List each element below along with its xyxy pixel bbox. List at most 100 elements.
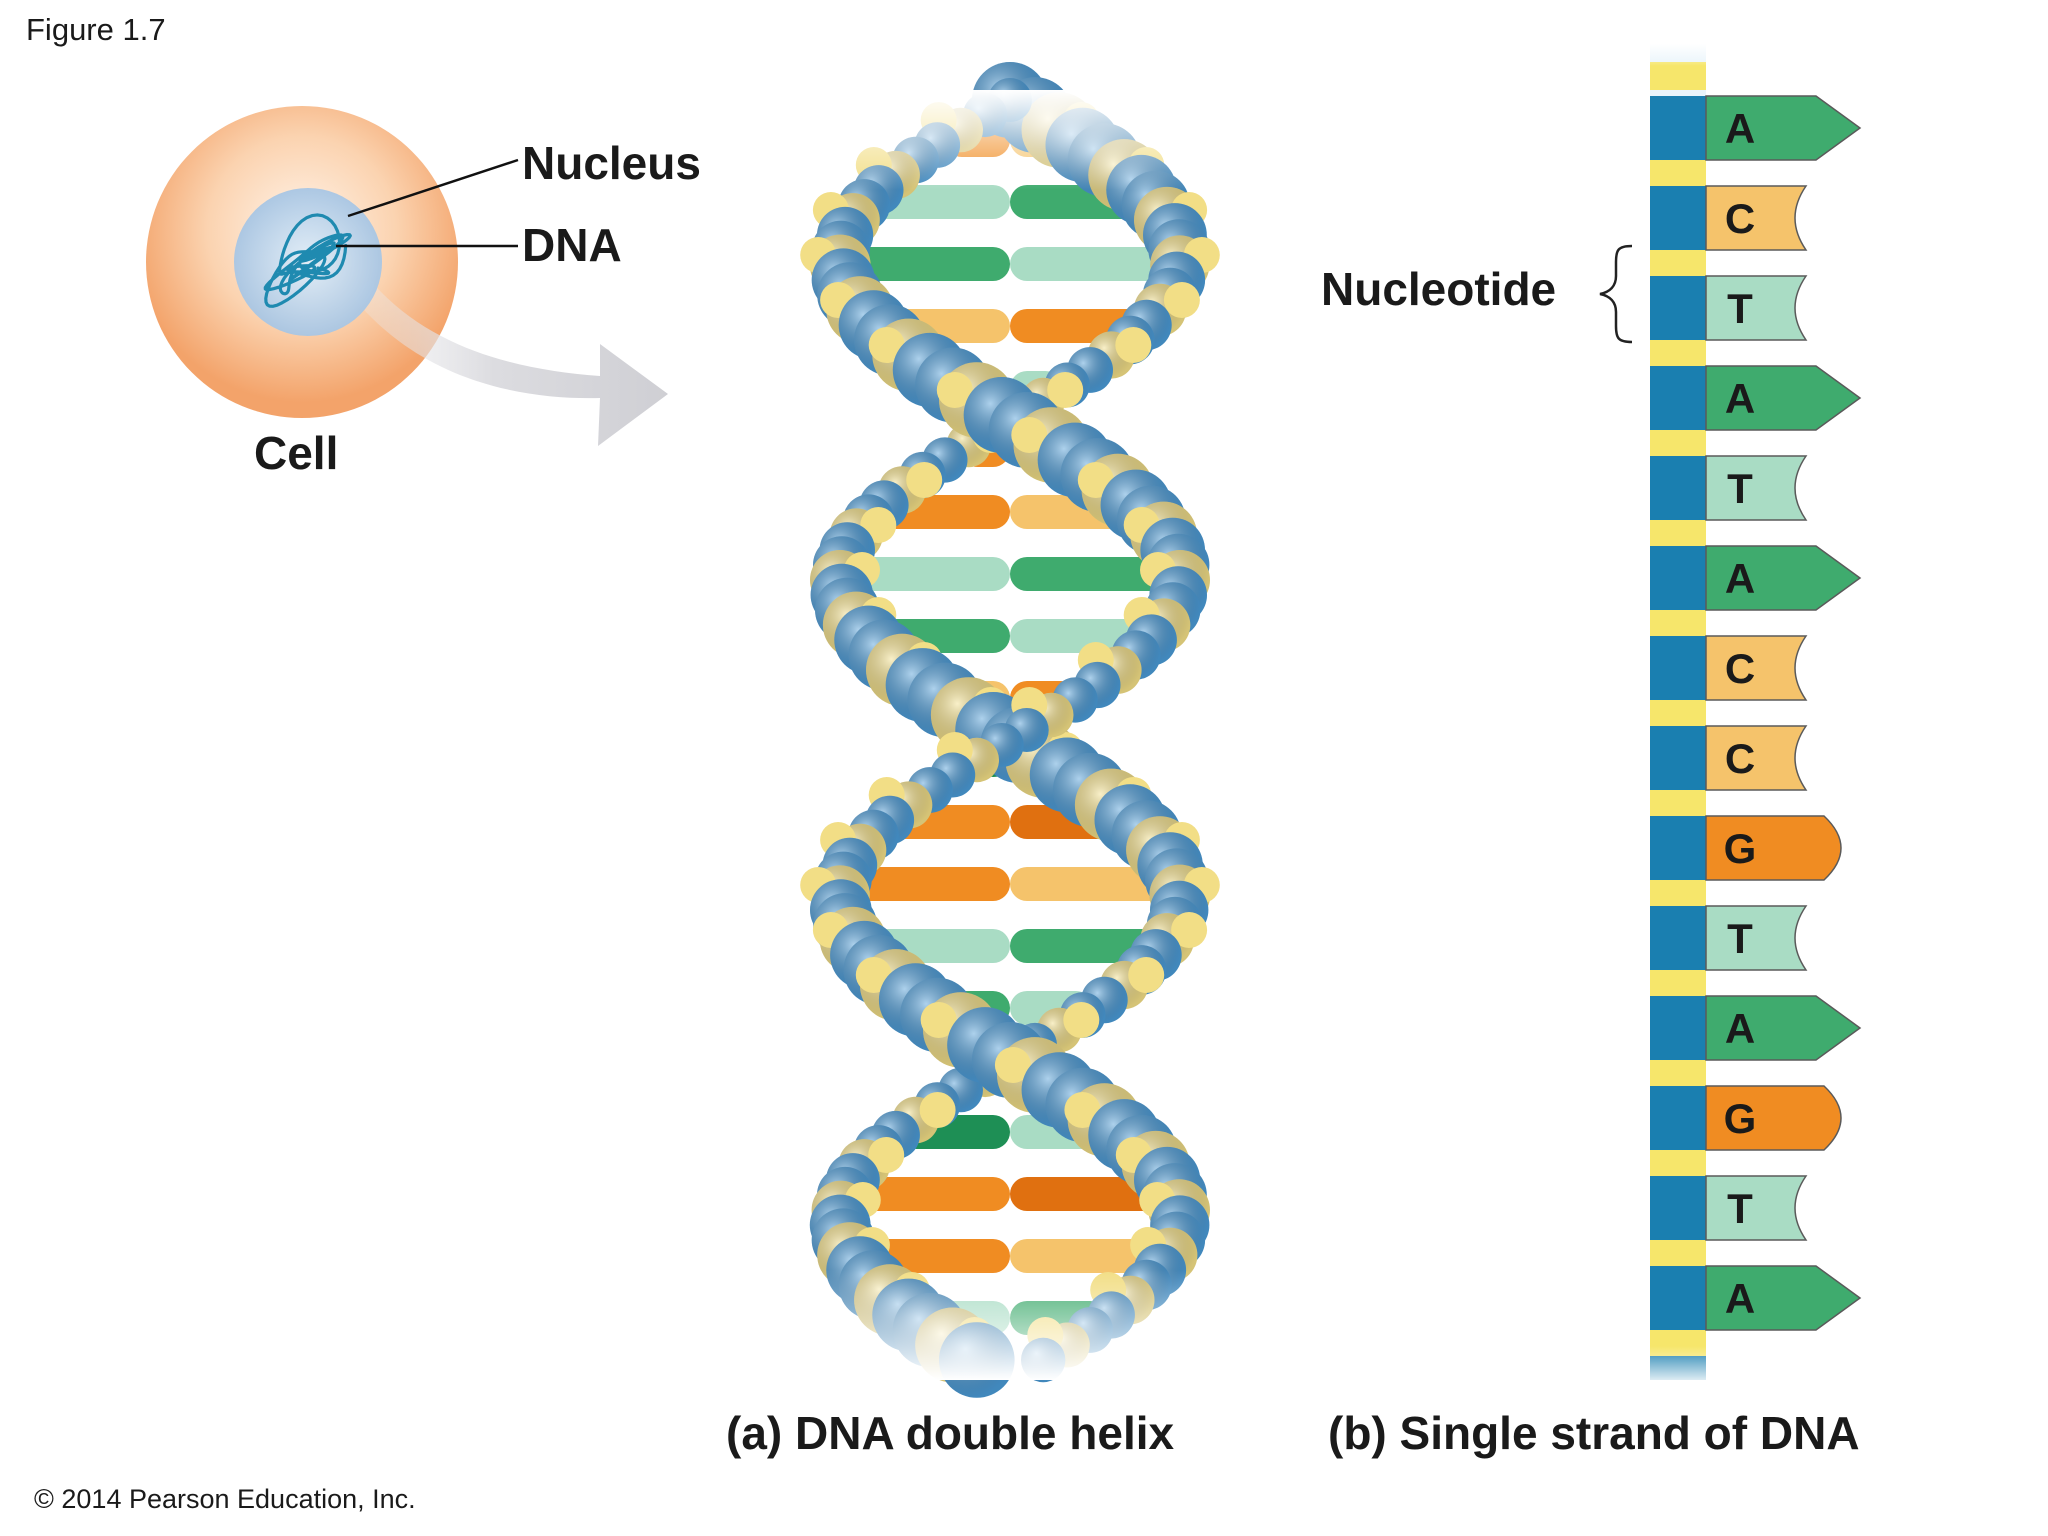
strand-fade-bottom [1650, 1346, 1706, 1386]
phosphate-segment [1650, 726, 1706, 790]
sugar-segment [1650, 610, 1706, 636]
base-pair-half [1010, 867, 1178, 901]
cell-group [146, 106, 668, 446]
backbone-atom-yellow [1011, 417, 1048, 453]
base-letter: T [1727, 285, 1753, 332]
nucleotide-brace [1599, 244, 1633, 344]
phosphate-segment [1650, 1266, 1706, 1330]
backbone-atom-yellow [920, 1002, 957, 1038]
backbone-atom-yellow [1115, 327, 1152, 363]
base-letter: A [1725, 105, 1755, 152]
nucleus [234, 188, 382, 336]
sugar-segment [1650, 970, 1706, 996]
base-pair-half [845, 1177, 1010, 1211]
sugar-segment [1650, 430, 1706, 456]
phosphate-segment [1650, 456, 1706, 520]
phosphate-segment [1650, 1176, 1706, 1240]
sugar-segment [1650, 160, 1706, 186]
base-letter: T [1727, 465, 1753, 512]
backbone-atom-yellow [1064, 1092, 1101, 1128]
sugar-segment [1650, 1060, 1706, 1086]
phosphate-segment [1650, 546, 1706, 610]
base-C [1705, 635, 1808, 701]
sugar-segment [1650, 700, 1706, 726]
caption-double-helix: (a) DNA double helix [726, 1407, 1175, 1459]
dna-coil [263, 213, 352, 308]
base-letter: C [1725, 735, 1755, 782]
phosphate-segment [1650, 816, 1706, 880]
strand-fade-top [1650, 44, 1706, 66]
sugar-segment [1650, 250, 1706, 276]
nucleus-label: Nucleus [522, 137, 701, 189]
helix-fade-bottom [700, 1270, 1320, 1380]
sugar-segment [1650, 1240, 1706, 1266]
base-C [1705, 185, 1808, 251]
base-letter: A [1725, 1005, 1755, 1052]
base-T [1705, 905, 1808, 971]
base-letter: G [1724, 825, 1757, 872]
backbone-atom-yellow [936, 372, 973, 408]
zoom-arrow [352, 280, 668, 446]
backbone-atom-yellow [906, 462, 943, 498]
base-A [1705, 1265, 1862, 1331]
base-pair-half [842, 867, 1010, 901]
caption-single-strand: (b) Single strand of DNA [1328, 1407, 1860, 1459]
base-T [1705, 275, 1808, 341]
backbone-atom-yellow [1047, 372, 1084, 408]
phosphate-segment [1650, 906, 1706, 970]
dna-label: DNA [522, 219, 622, 271]
backbone-atom-yellow [868, 1137, 905, 1173]
base-A [1705, 995, 1862, 1061]
sugar-segment [1650, 62, 1706, 90]
backbone-atom-yellow [1063, 1002, 1100, 1038]
sugar-segment [1650, 880, 1706, 906]
base-pair-half [1010, 557, 1180, 591]
backbone-atom-yellow [1163, 282, 1200, 318]
base-letter: A [1725, 1275, 1755, 1322]
copyright-notice: © 2014 Pearson Education, Inc. [34, 1484, 416, 1514]
base-pair-half [840, 557, 1010, 591]
backbone-atom-yellow [1171, 912, 1208, 948]
base-pair-half [840, 247, 1010, 281]
backbone-atom-yellow [1128, 957, 1165, 993]
base-letter: C [1725, 645, 1755, 692]
base-C [1705, 725, 1808, 791]
sugar-segment [1650, 520, 1706, 546]
sugar-segment [1650, 1150, 1706, 1176]
base-letter: T [1727, 1185, 1753, 1232]
nucleotide-label: Nucleotide [1321, 263, 1557, 315]
dna-double-helix [800, 62, 1220, 1398]
base-A [1705, 365, 1862, 431]
dna-coil-strand [263, 213, 352, 308]
base-letter: A [1725, 375, 1755, 422]
backbone-atom-yellow [919, 1092, 956, 1128]
figure-label: Figure 1.7 [26, 12, 166, 47]
nucleus-leader-line [347, 158, 519, 218]
phosphate-segment [1650, 276, 1706, 340]
phosphate-segment [1650, 996, 1706, 1060]
helix-fade-top [700, 90, 1320, 190]
base-G [1705, 1085, 1842, 1151]
base-T [1705, 1175, 1808, 1241]
base-A [1705, 545, 1862, 611]
base-letter: G [1724, 1095, 1757, 1142]
phosphate-segment [1650, 1086, 1706, 1150]
base-G [1705, 815, 1842, 881]
phosphate-segment [1650, 186, 1706, 250]
base-letter: A [1725, 555, 1755, 602]
base-pair-half [1010, 247, 1180, 281]
base-letter: C [1725, 195, 1755, 242]
base-T [1705, 455, 1808, 521]
backbone-atom-yellow [868, 327, 905, 363]
cell-label: Cell [254, 427, 339, 479]
phosphate-segment [1650, 366, 1706, 430]
backbone-atom-yellow [994, 1047, 1031, 1083]
base-A [1705, 95, 1862, 161]
phosphate-segment [1650, 96, 1706, 160]
base-letter: T [1727, 915, 1753, 962]
phosphate-segment [1650, 636, 1706, 700]
sugar-segment [1650, 790, 1706, 816]
